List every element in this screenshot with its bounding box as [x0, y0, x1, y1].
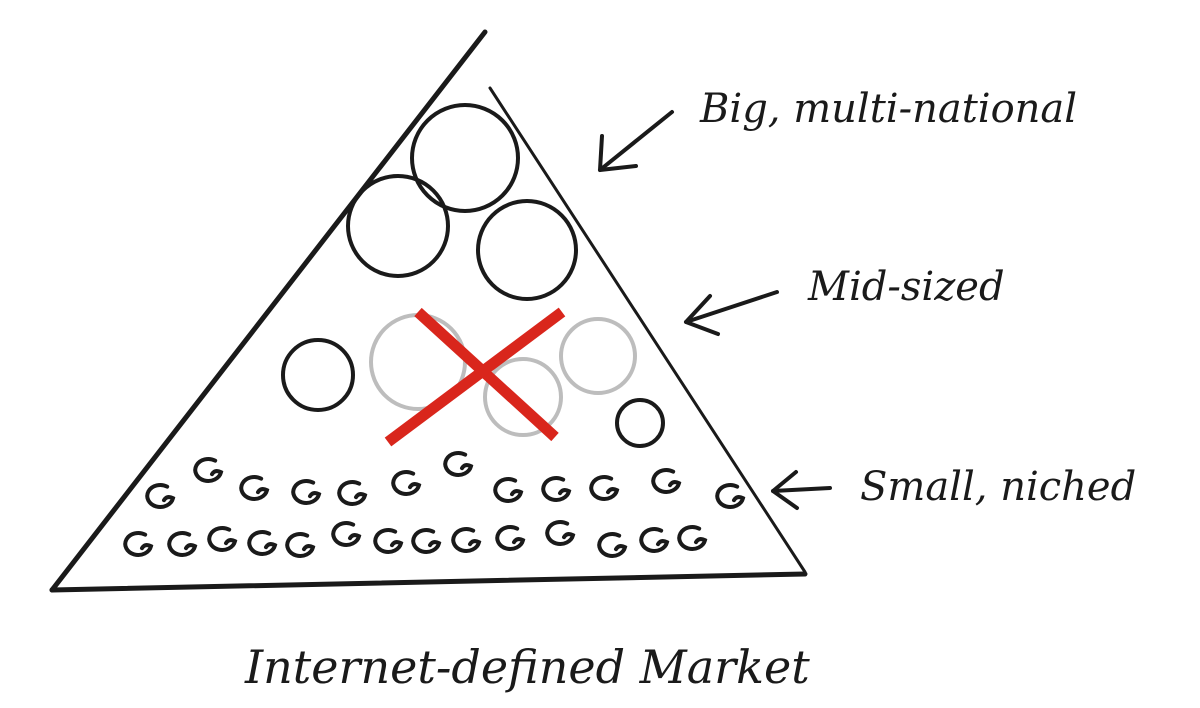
small-company-mark	[715, 483, 746, 509]
x-mark-icon	[384, 307, 566, 447]
small-company-mark	[239, 475, 270, 501]
small-company-mark	[207, 526, 238, 552]
small-company-mark	[411, 528, 442, 554]
small-company-mark	[493, 477, 524, 503]
small-company-mark	[193, 457, 224, 483]
small-company-mark	[331, 521, 362, 547]
mid-company-circle	[281, 338, 355, 412]
small-company-mark	[285, 532, 316, 558]
small-company-mark	[597, 532, 628, 558]
small-company-mark	[451, 527, 482, 553]
arrow-left-icon	[684, 290, 779, 336]
faded-mid-company-circle	[483, 357, 563, 437]
small-company-mark	[651, 468, 682, 494]
pyramid-outline	[49, 29, 808, 593]
small-company-mark	[639, 527, 670, 553]
small-company-mark	[677, 525, 708, 551]
arrow-left-icon	[598, 110, 674, 172]
diagram-title: Internet-defined Market	[244, 640, 810, 694]
small-company-mark	[545, 520, 576, 546]
arrow-left-icon	[771, 470, 832, 510]
pyramid-left-edge	[49, 29, 488, 593]
mid-company-circle	[615, 398, 665, 448]
label-small-niched: Small, niched	[860, 464, 1136, 510]
small-companies-group	[123, 451, 746, 558]
small-company-mark	[167, 531, 198, 557]
pyramid-right-edge	[488, 86, 807, 574]
small-company-mark	[391, 470, 422, 496]
small-company-mark	[337, 480, 368, 506]
small-company-mark	[373, 528, 404, 554]
small-company-mark	[247, 530, 278, 556]
small-company-mark	[291, 479, 322, 505]
big-company-circle	[410, 103, 520, 213]
big-companies-group	[346, 103, 578, 301]
big-company-circle	[346, 174, 450, 278]
big-company-circle	[476, 199, 578, 301]
small-company-mark	[145, 483, 176, 509]
faded-mid-company-circle	[559, 317, 637, 395]
small-company-mark	[495, 525, 526, 551]
small-company-mark	[123, 531, 154, 557]
arrows-group	[598, 110, 832, 510]
pyramid-base	[49, 571, 808, 593]
small-company-mark	[541, 476, 572, 502]
small-company-mark	[443, 451, 474, 477]
small-company-mark	[589, 475, 620, 501]
label-mid-sized: Mid-sized	[807, 264, 1005, 310]
label-big-multinational: Big, multi-national	[699, 86, 1077, 132]
